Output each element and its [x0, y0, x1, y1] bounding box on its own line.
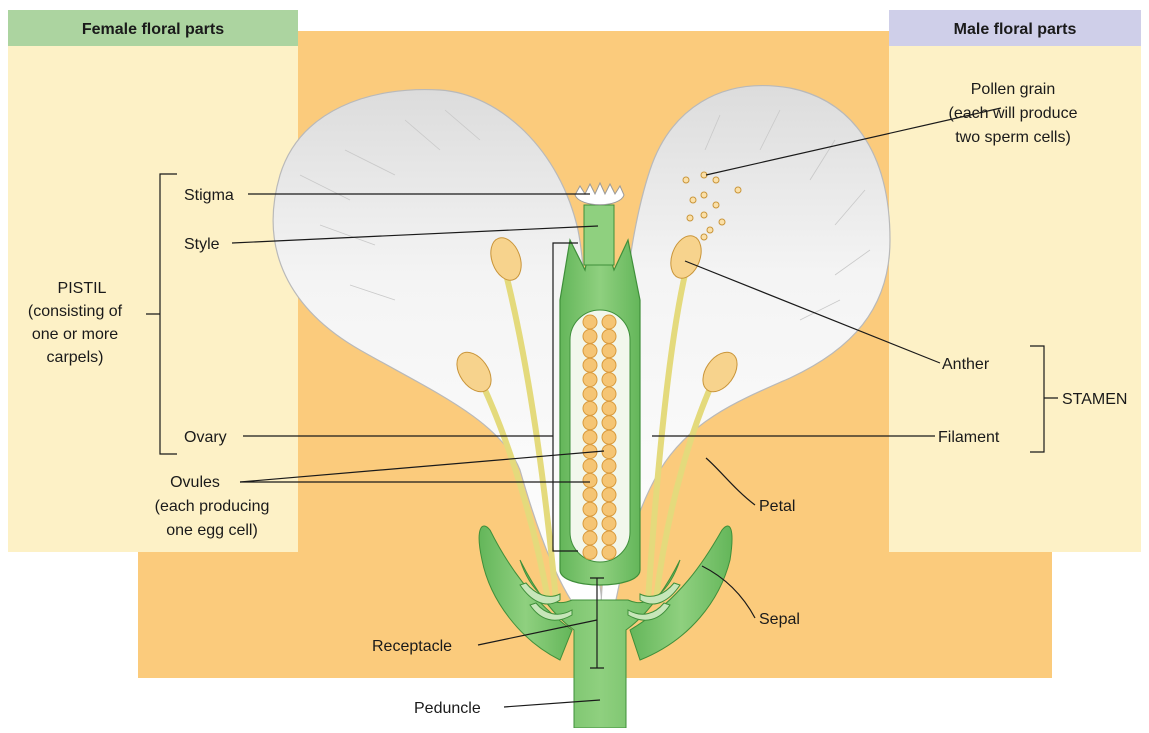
label-pistil-line-2: (consisting of — [28, 303, 123, 320]
ovule — [583, 373, 597, 387]
ovule — [583, 344, 597, 358]
ovule — [602, 387, 616, 401]
ovule — [602, 430, 616, 444]
label-pollen-line-3: two sperm cells) — [955, 129, 1071, 146]
ovule — [602, 517, 616, 531]
ovule — [583, 531, 597, 545]
ovule — [602, 416, 616, 430]
ovule — [602, 315, 616, 329]
label-stigma: Stigma — [184, 187, 234, 204]
ovule — [583, 459, 597, 473]
female-panel — [8, 10, 298, 552]
label-petal: Petal — [759, 498, 795, 515]
label-anther: Anther — [942, 356, 990, 373]
ovule — [602, 531, 616, 545]
label-pollen-line-1: Pollen grain — [971, 81, 1056, 98]
female-panel-title: Female floral parts — [82, 21, 224, 38]
label-style: Style — [184, 236, 220, 253]
label-ovules-line-2: (each producing — [155, 498, 270, 515]
ovule — [602, 445, 616, 459]
label-peduncle: Peduncle — [414, 700, 481, 717]
label-ovules-line-3: one egg cell) — [166, 522, 258, 539]
label-stamen: STAMEN — [1062, 391, 1127, 408]
ovule — [602, 358, 616, 372]
ovule — [583, 387, 597, 401]
ovule — [602, 502, 616, 516]
ovule — [583, 416, 597, 430]
label-pistil-line-1: PISTIL — [58, 280, 107, 297]
ovule — [583, 517, 597, 531]
style-column — [584, 205, 614, 265]
ovule — [583, 430, 597, 444]
ovule — [583, 488, 597, 502]
ovule — [583, 473, 597, 487]
ovule — [602, 373, 616, 387]
ovule — [602, 344, 616, 358]
ovule — [583, 358, 597, 372]
label-pistil-line-3: one or more — [32, 326, 118, 343]
label-pollen-line-2: (each will produce — [949, 105, 1078, 122]
ovule — [602, 545, 616, 559]
ovule — [583, 315, 597, 329]
ovary-cavity — [570, 310, 630, 562]
ovule — [602, 459, 616, 473]
ovule — [602, 401, 616, 415]
male-panel-title: Male floral parts — [954, 21, 1077, 38]
label-pistil-line-4: carpels) — [47, 349, 104, 366]
ovule — [602, 473, 616, 487]
label-filament: Filament — [938, 429, 1000, 446]
ovule — [602, 329, 616, 343]
ovule — [583, 329, 597, 343]
ovule — [602, 488, 616, 502]
ovule — [583, 502, 597, 516]
label-ovary: Ovary — [184, 429, 227, 446]
ovule — [583, 401, 597, 415]
label-receptacle: Receptacle — [372, 638, 452, 655]
label-sepal: Sepal — [759, 611, 800, 628]
label-ovules-line-1: Ovules — [170, 474, 220, 491]
ovule — [583, 545, 597, 559]
